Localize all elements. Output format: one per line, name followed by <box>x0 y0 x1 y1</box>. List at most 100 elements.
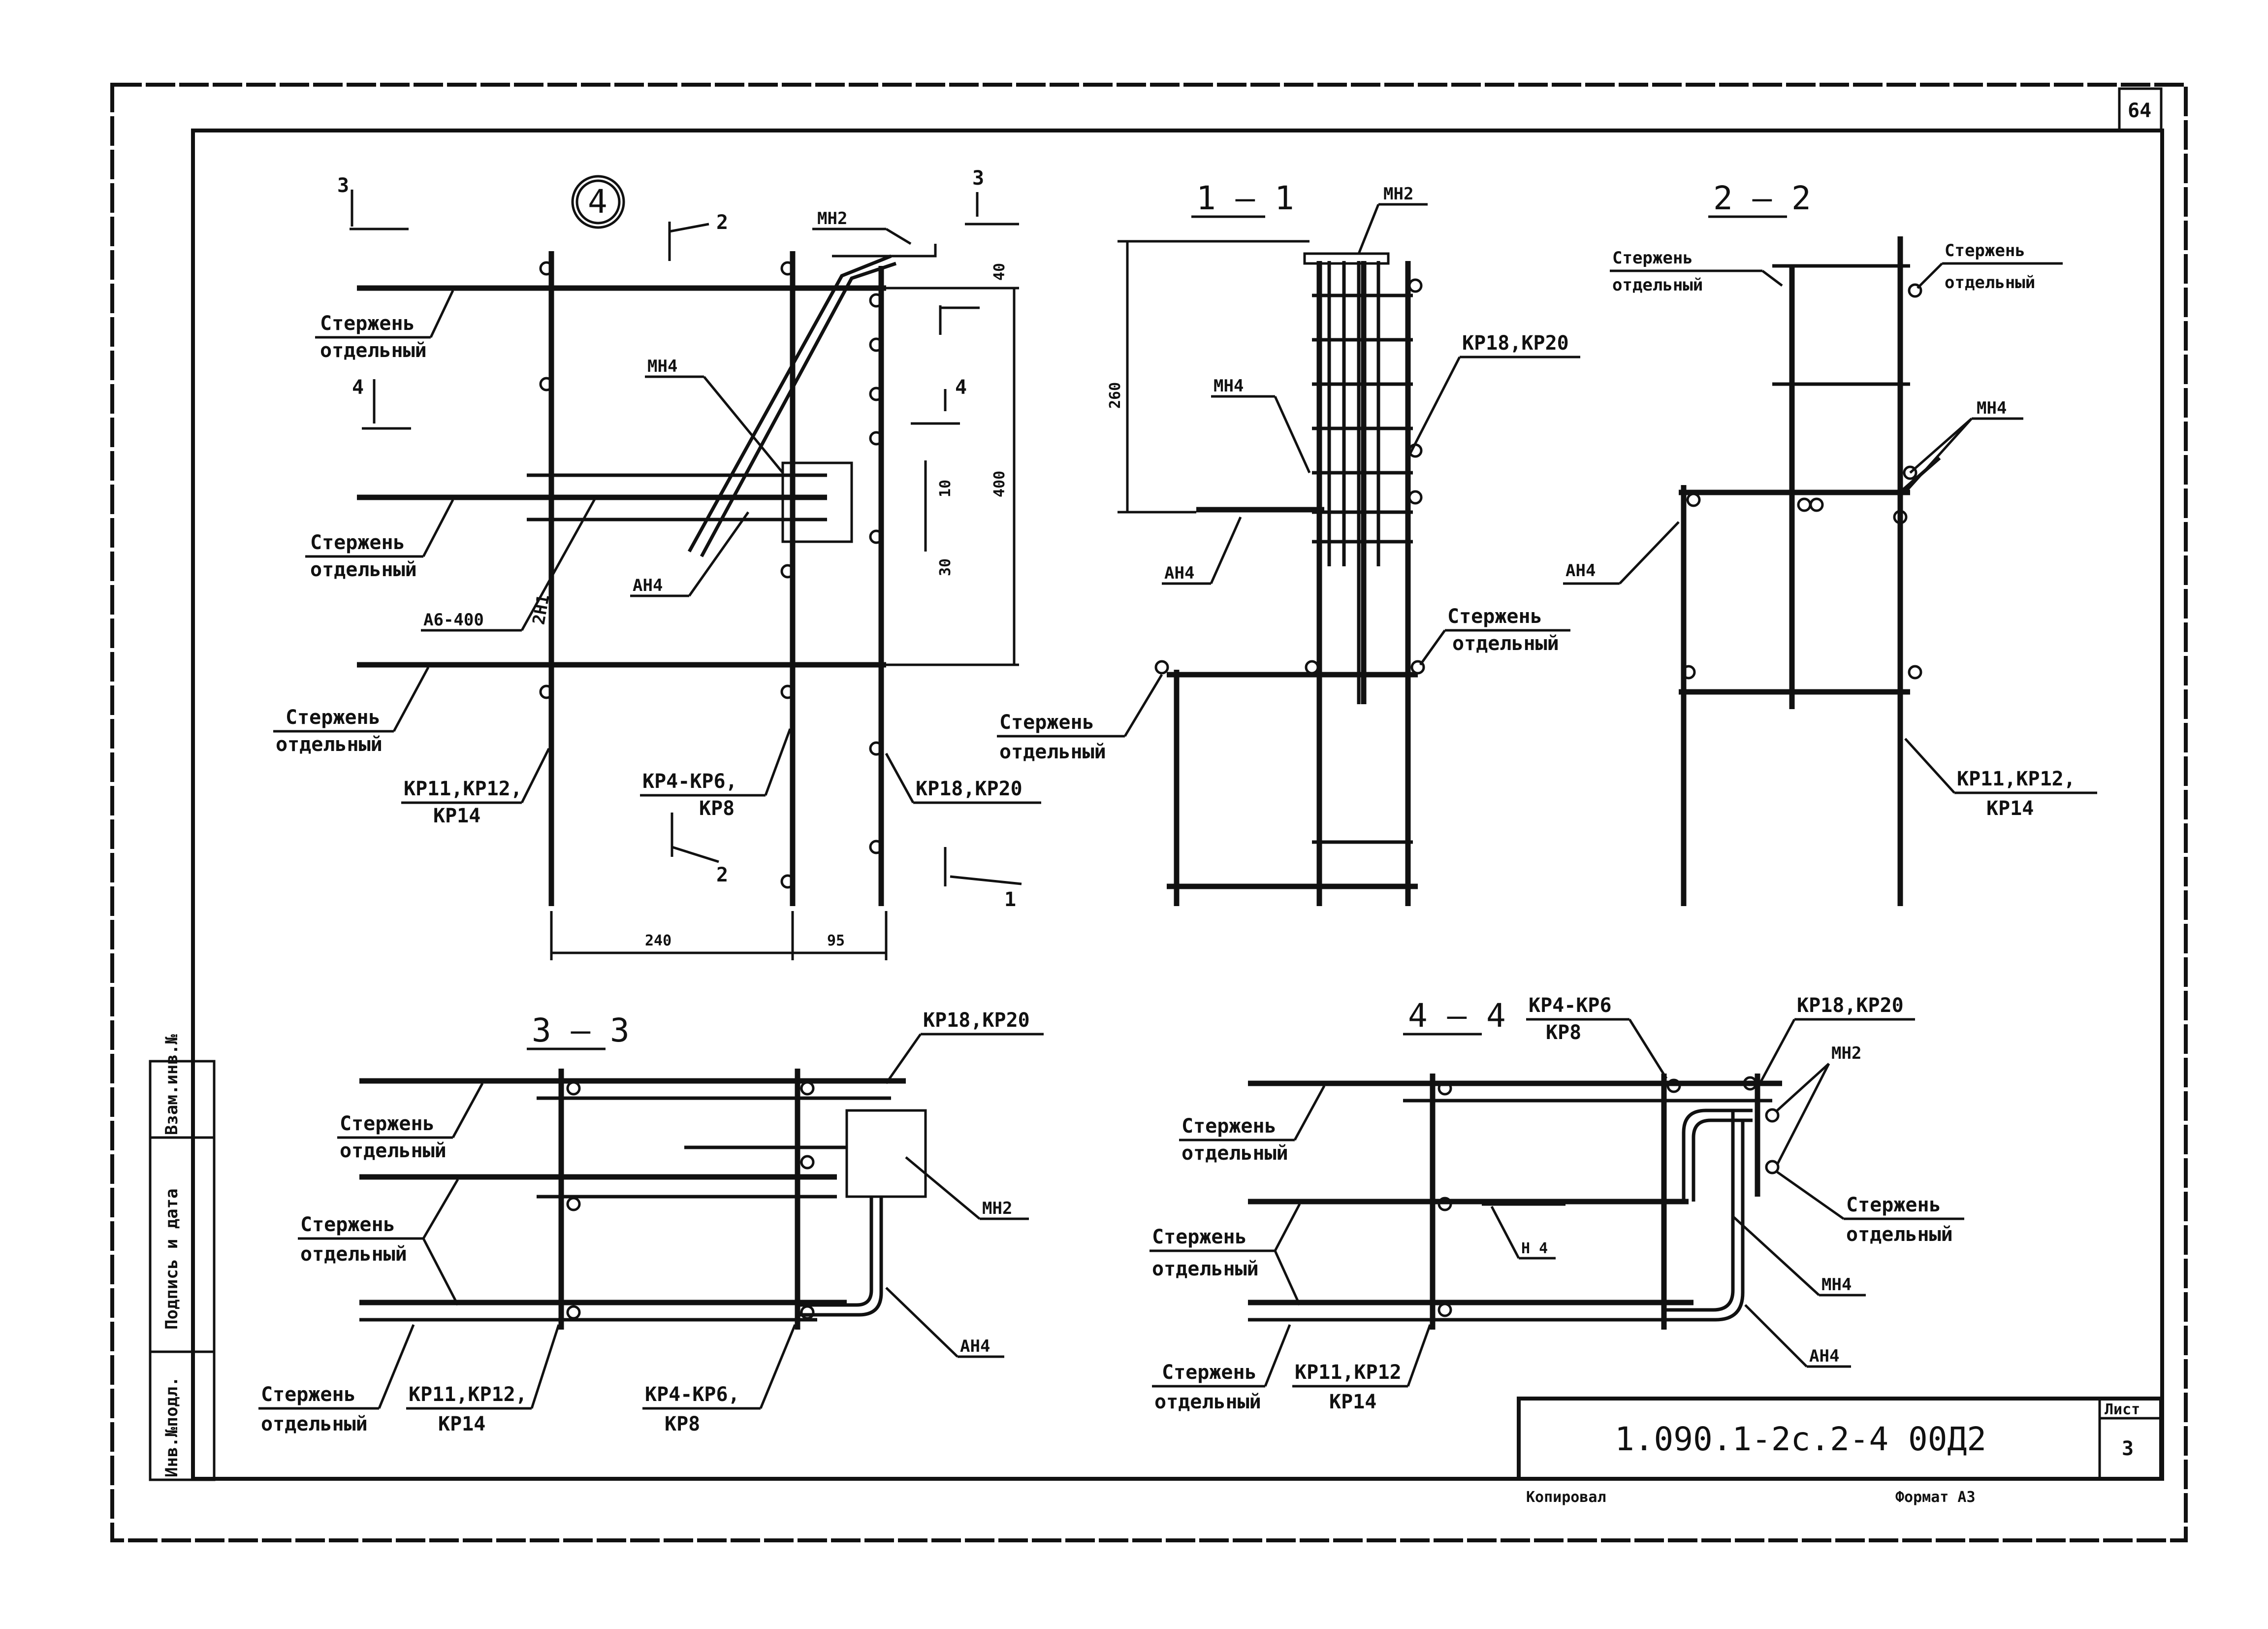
dim-10: 10 <box>937 480 954 497</box>
cut-3b-marker: 3 <box>972 167 984 190</box>
section-2-2-title: 2 — 2 <box>1713 179 1811 217</box>
corner-mark: 64 <box>2128 99 2151 122</box>
format-label: Формат А3 <box>1895 1489 1976 1506</box>
s22-rodA-line1: Стержень <box>1612 248 1693 268</box>
s33-rodC-line2: отдельный <box>261 1413 368 1435</box>
s11-rodB-line1: Стержень <box>999 711 1094 734</box>
kp4-line1: КР4-КР6, <box>642 770 737 793</box>
s44-rodD-line2: отдельный <box>1154 1391 1261 1413</box>
s44-mn2-label: МН2 <box>1831 1043 1861 1063</box>
s33-rodC-line1: Стержень <box>261 1383 356 1406</box>
side-stamp: Взам.инв.№ Подпись и дата Инв.№подл. <box>149 1034 216 1481</box>
s44-an4-label: АН4 <box>1809 1346 1839 1366</box>
rungs-1-1 <box>1312 293 1413 844</box>
s33-rodB-line2: отдельный <box>300 1243 407 1266</box>
s22-mn4-label: МН4 <box>1977 398 2007 418</box>
a6-label: А6-400 <box>423 610 484 630</box>
side-sign-label: Подпись и дата <box>162 1188 182 1330</box>
s11-rodB-line2: отдельный <box>999 741 1106 763</box>
side-replace-label: Взам.инв.№ <box>162 1034 182 1135</box>
s33-kp11-line2: КР14 <box>438 1413 485 1435</box>
s22-kp11-line2: КР14 <box>1986 797 2034 820</box>
s44-m4-label: Н 4 <box>1521 1240 1548 1257</box>
document-code: 1.090.1-2с.2-4 00Д2 <box>1615 1420 1986 1458</box>
dim-240: 240 <box>645 932 671 949</box>
s44-kp18-label: КР18,КР20 <box>1797 994 1904 1017</box>
an4-label: АН4 <box>633 576 663 595</box>
s11-rodA-line1: Стержень <box>1447 605 1542 628</box>
s11-rodA-line2: отдельный <box>1452 632 1559 655</box>
s44-rodC-line1: Стержень <box>1152 1226 1247 1248</box>
rod2-line2: отдельный <box>310 558 417 581</box>
s33-kp4-line2: КР8 <box>665 1413 700 1435</box>
s44-rodA-line1: Стержень <box>1182 1115 1277 1138</box>
cut-3-marker: 3 <box>337 174 349 197</box>
sheet-number: 3 <box>2122 1437 2134 1460</box>
title-block: 1.090.1-2с.2-4 00Д2 Лист 3 Копировал Фор… <box>1517 1397 2163 1506</box>
section-1-1: 1 — 1 260 МН2 КР18,КР20 МН4 <box>997 179 1580 906</box>
section-3-3-title: 3 — 3 <box>532 1011 630 1049</box>
s44-rodB-line2: отдельный <box>1846 1223 1953 1246</box>
dim-400: 400 <box>991 471 1008 497</box>
s33-rodA-line2: отдельный <box>340 1140 447 1162</box>
mn4-label: МН4 <box>647 357 677 376</box>
s11-mn4-label: МН4 <box>1214 376 1244 396</box>
s44-kp11-line1: КР11,КР12 <box>1295 1361 1402 1384</box>
rod1-line2: отдельный <box>320 339 427 362</box>
s33-an4-label: АН4 <box>960 1336 990 1356</box>
section-1-1-title: 1 — 1 <box>1196 179 1294 217</box>
s22-rodB-line2: отдельный <box>1945 273 2035 293</box>
copied-label: Копировал <box>1526 1489 1606 1506</box>
s22-kp11-line1: КР11,КР12, <box>1957 768 2076 790</box>
section-4-4-title: 4 — 4 <box>1408 997 1506 1035</box>
s44-kp4-line1: КР4-КР6 <box>1529 994 1612 1017</box>
s33-rodA-line1: Стержень <box>340 1112 435 1135</box>
s33-kp11-line1: КР11,КР12, <box>409 1383 527 1406</box>
side-inv-label: Инв.№подл. <box>162 1376 182 1477</box>
s33-kp4-line1: КР4-КР6, <box>645 1383 740 1406</box>
dim-260: 260 <box>1107 382 1124 409</box>
section-3-3: 3 — 3 КР18,КР20 МН2 АН4 Стержень отдельн… <box>258 1009 1044 1435</box>
s44-rodB-line1: Стержень <box>1846 1194 1941 1216</box>
s22-an4-label: АН4 <box>1565 561 1596 581</box>
rod3-line2: отдельный <box>276 733 383 756</box>
rod2-line1: Стержень <box>310 531 405 554</box>
kp11-line2: КР14 <box>433 805 480 827</box>
sheet-frame: 64 <box>110 83 2188 1542</box>
mn2-label: МН2 <box>817 209 847 228</box>
cut-4-marker: 4 <box>352 376 364 399</box>
s44-rodC-line2: отдельный <box>1152 1258 1259 1280</box>
cut-4b-marker: 4 <box>955 376 967 399</box>
s33-mn2-label: МН2 <box>982 1199 1012 1218</box>
kp4-line2: КР8 <box>699 797 735 820</box>
kp11-line1: КР11,КР12, <box>404 778 522 800</box>
cut-2-marker: 2 <box>716 211 728 234</box>
s22-rodB-line1: Стержень <box>1945 241 2025 261</box>
s44-mn4-label: МН4 <box>1821 1275 1852 1295</box>
dim-30: 30 <box>937 558 954 576</box>
sheet-label: Лист <box>2105 1401 2140 1418</box>
dim-95: 95 <box>827 932 845 949</box>
s11-kp18-label: КР18,КР20 <box>1462 332 1569 355</box>
rod-sections <box>539 261 884 889</box>
section-2-2: 2 — 2 Стержень отдельный Стержень отдель… <box>1563 179 2097 906</box>
s22-rodA-line2: отдельный <box>1612 275 1703 295</box>
s33-kp18-label: КР18,КР20 <box>923 1009 1030 1032</box>
s44-kp4-line2: КР8 <box>1546 1021 1581 1044</box>
cut-1-marker: 1 <box>1004 888 1016 911</box>
s11-an4-label: АН4 <box>1164 563 1194 583</box>
kp18-label: КР18,КР20 <box>916 778 1022 800</box>
node-number: 4 <box>588 183 607 221</box>
s11-mn2-label: МН2 <box>1383 184 1413 204</box>
rod1-line1: Стержень <box>320 312 415 335</box>
cut-2b-marker: 2 <box>716 864 728 886</box>
dim-40: 40 <box>991 263 1008 281</box>
node-4-view: 4 <box>273 167 1041 960</box>
s33-rodB-line1: Стержень <box>300 1213 395 1236</box>
s44-rodD-line1: Стержень <box>1162 1361 1257 1384</box>
s44-rodA-line2: отдельный <box>1182 1142 1288 1165</box>
rod3-line1: Стержень <box>286 706 381 729</box>
s44-kp11-line2: КР14 <box>1329 1391 1376 1413</box>
section-4-4: 4 — 4 КР4-КР6 КР8 КР18,КР20 МН2 МН4 АН4 … <box>1150 994 1964 1413</box>
